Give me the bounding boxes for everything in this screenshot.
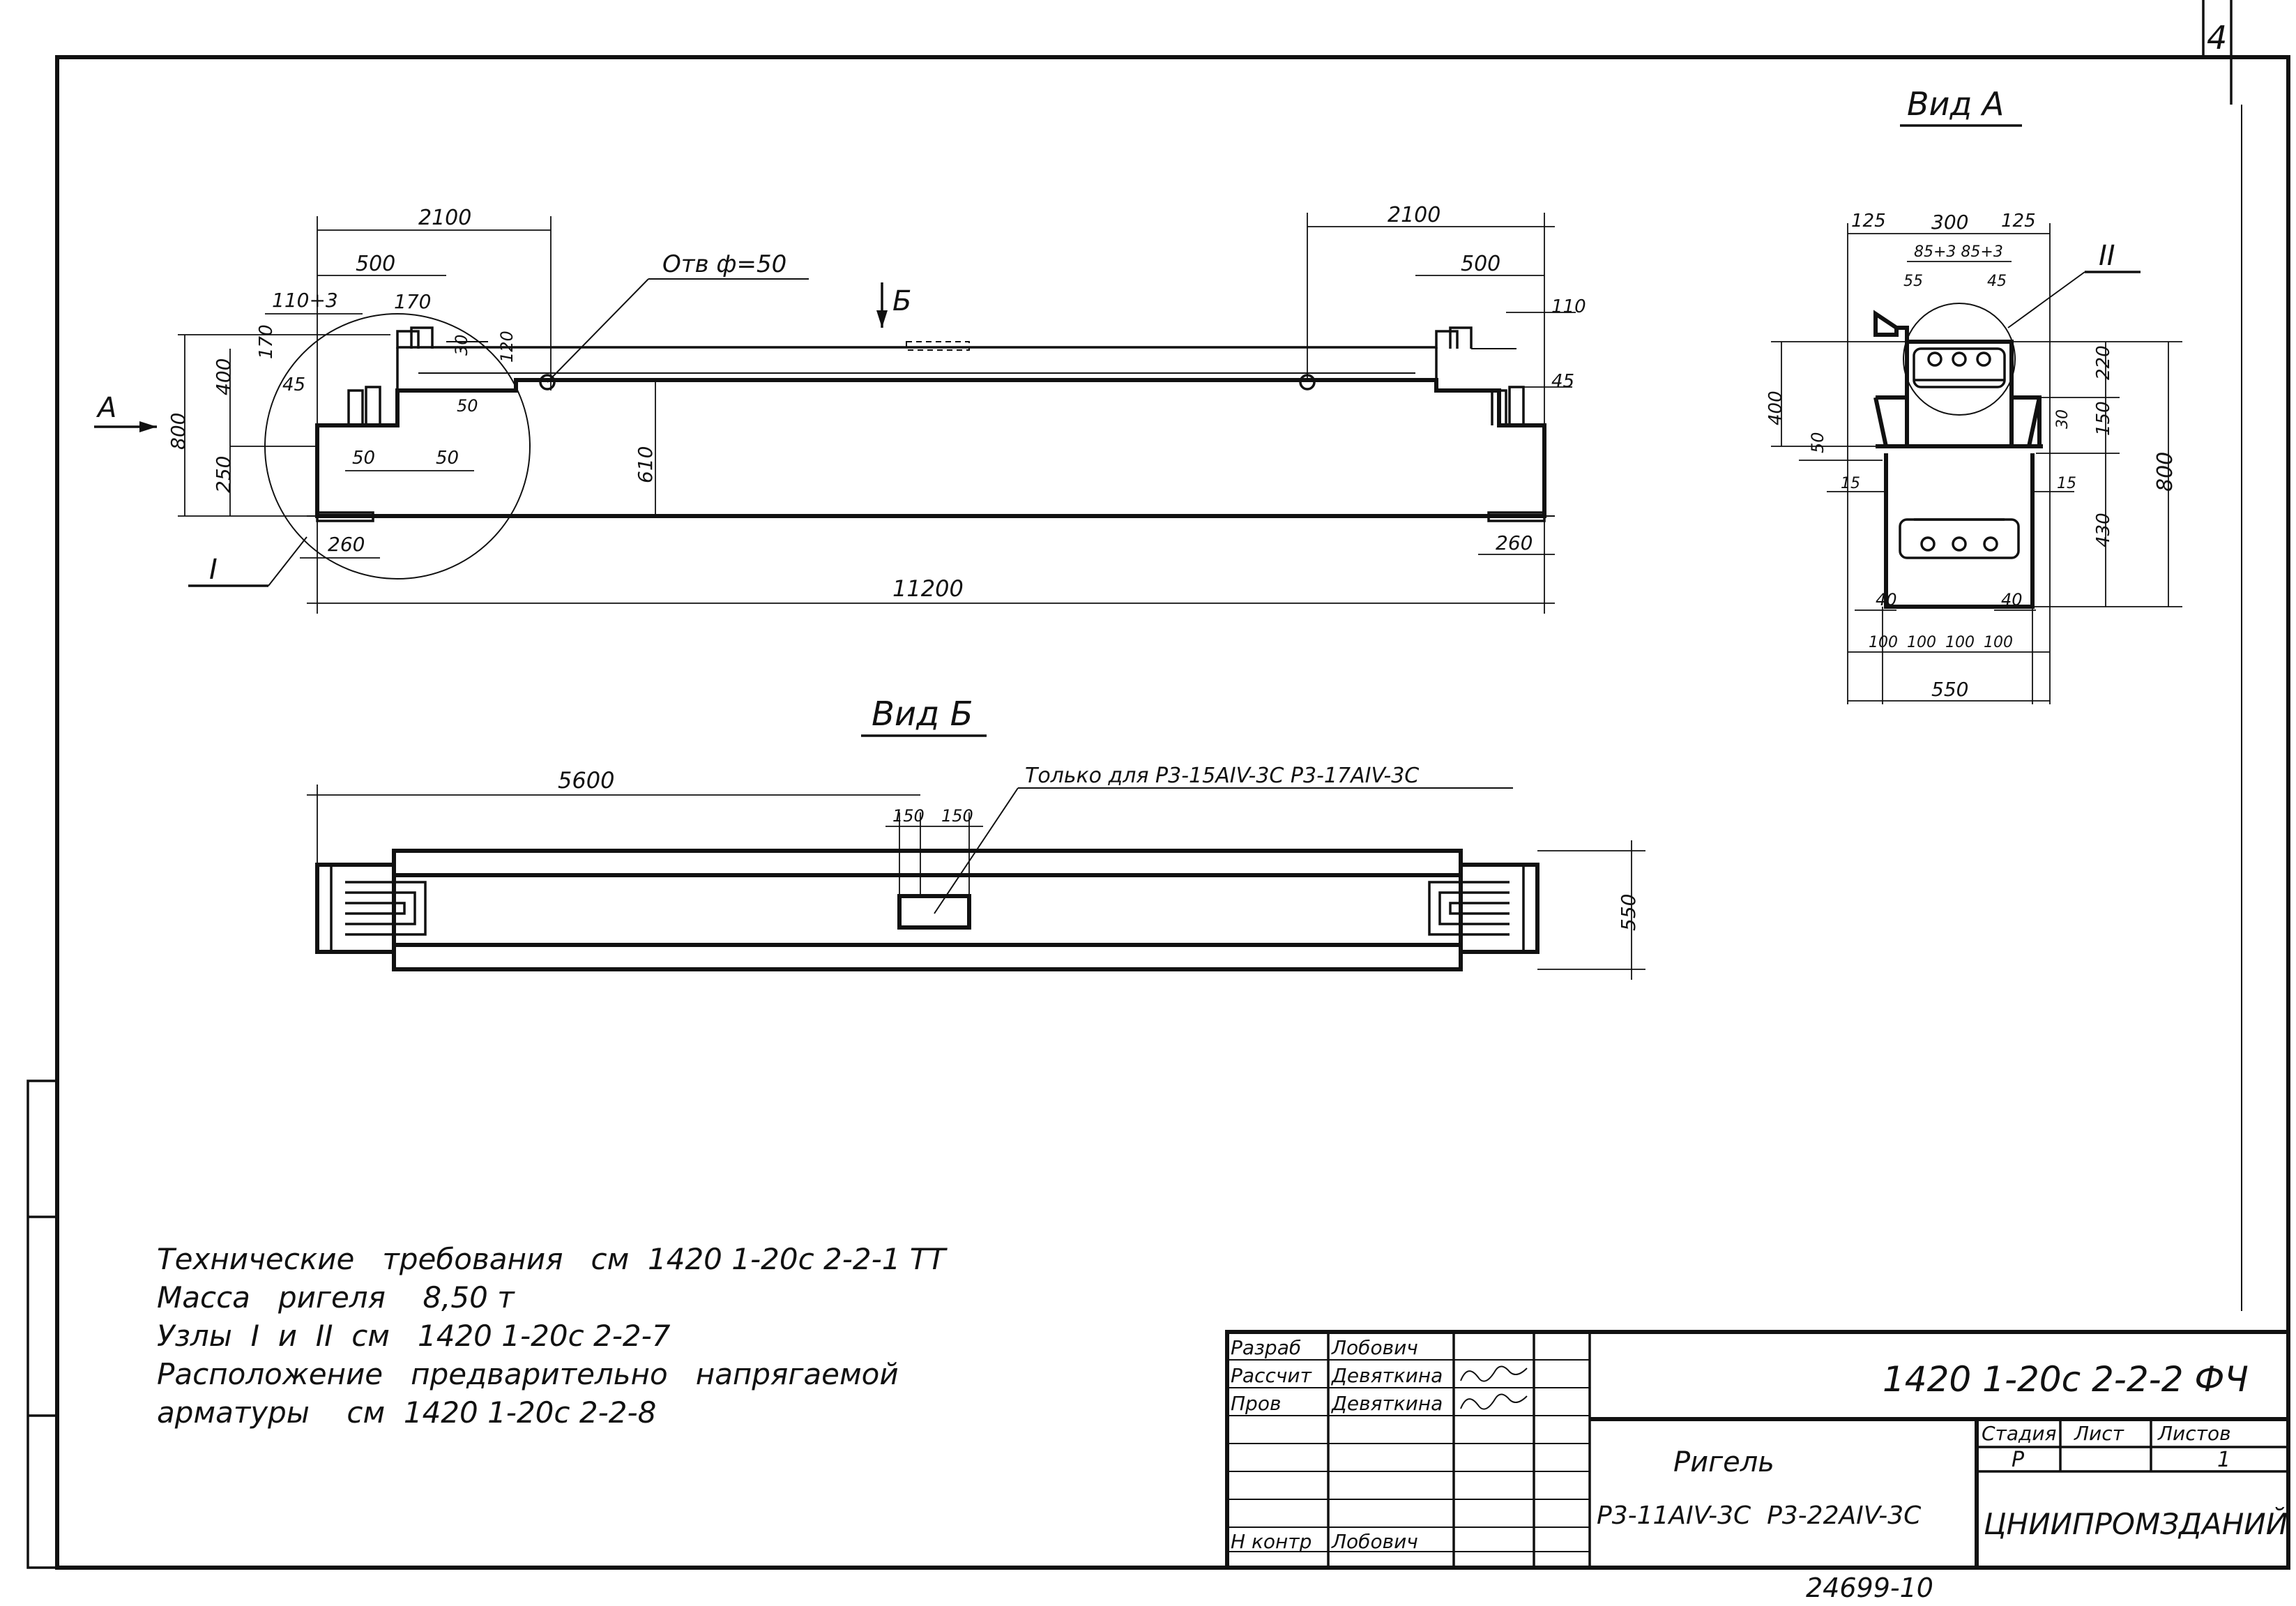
tb-sheet-label: Лист: [2074, 1422, 2124, 1445]
dim-a-800: 800: [2153, 452, 2177, 492]
dim-right-260: 260: [1496, 531, 1533, 554]
arrow-b-label: Б: [892, 285, 911, 317]
tb-organization: ЦНИИПРОМЗДАНИЙ: [1984, 1506, 2288, 1541]
note-line-5: арматуры см 1420 1-20с 2-2-8: [157, 1395, 656, 1430]
dim-mid-610: 610: [634, 446, 657, 483]
note-line-1: Технические требования см 1420 1-20с 2-2…: [157, 1242, 948, 1276]
dim-a-100-3: 100: [1945, 634, 1975, 651]
arrow-a-label: А: [96, 392, 116, 424]
dim-left-50a: 50: [457, 396, 478, 416]
page-number: 4: [2207, 19, 2227, 56]
left-hole: [539, 374, 556, 391]
dim-a-100-1: 100: [1869, 634, 1898, 651]
tb-stage-value: Р: [2012, 1448, 2025, 1472]
note-line-3: Узлы I и II см 1420 1-20с 2-2-7: [157, 1319, 671, 1353]
tb-name-1: Лобович: [1331, 1336, 1418, 1359]
signature-1: [1460, 1365, 1528, 1382]
dim-a-40-left: 40: [1876, 590, 1897, 609]
dim-left-250: 250: [212, 456, 235, 493]
dim-left-110: 110+3: [272, 289, 338, 312]
dim-left-120: 120: [497, 331, 517, 363]
right-lifting-loops: [1435, 326, 1525, 425]
dim-a-300: 300: [1931, 211, 1968, 234]
dim-b-5600: 5600: [558, 767, 614, 794]
dim-left-500: 500: [356, 252, 395, 276]
tb-sheets-label: Листов: [2157, 1422, 2231, 1445]
dim-a-550: 550: [1931, 678, 1968, 701]
dim-left-45: 45: [282, 374, 305, 395]
note-line-2: Масса ригеля 8,50 т: [157, 1280, 515, 1315]
dim-left-170b: 170: [256, 324, 277, 359]
tb-doc-code: 1420 1-20с 2-2-2 ФЧ: [1883, 1359, 2249, 1400]
archive-number: 24699-10: [1806, 1573, 1933, 1603]
dim-left-260: 260: [328, 533, 365, 556]
dim-a-400: 400: [1765, 391, 1786, 425]
left-lifting-loops: [347, 326, 488, 425]
dim-a-holes: 85+3 85+3: [1914, 243, 2003, 261]
tb-item-marks: Р3-11АIV-3С Р3-22АIV-3С: [1597, 1501, 1922, 1530]
view-a-title: Вид А: [1907, 85, 2004, 123]
dim-a-100-4: 100: [1984, 634, 2013, 651]
node-i-label: I: [209, 554, 218, 586]
main-elevation: Отв ф=50 I А Б 2100 500 110+3 170: [94, 203, 1586, 614]
view-a-section: Вид А II 125 300 125 85+3 85+3 55: [1765, 85, 2182, 704]
hole-note: Отв ф=50: [662, 250, 786, 278]
dim-right-500: 500: [1461, 252, 1500, 276]
dim-a-15-right: 15: [2057, 475, 2076, 492]
view-b-title: Вид Б: [872, 695, 973, 734]
dim-total-length: 11200: [892, 575, 964, 602]
dim-a-30: 30: [2054, 409, 2071, 429]
tb-role-1: Разраб: [1231, 1336, 1301, 1359]
view-b-note: Только для Р3-15АIV-3С Р3-17АIV-3С: [1025, 764, 1419, 788]
dim-right-2100: 2100: [1388, 203, 1440, 227]
tb-name-3: Девяткина: [1330, 1392, 1443, 1415]
dim-right-110: 110: [1551, 296, 1586, 317]
dim-a-150: 150: [2093, 401, 2114, 436]
dim-a-15-left: 15: [1841, 475, 1860, 492]
view-b-plan: Вид Б 5600 150 150 Только для Р3-15АIV-3…: [307, 695, 1645, 980]
dim-left-2100: 2100: [418, 206, 471, 230]
tb-sheets-value: 1: [2217, 1448, 2230, 1472]
title-block: Разраб Рассчит Пров Н контр Лобович Девя…: [1225, 1330, 2290, 1570]
tb-item-name: Ригель: [1673, 1446, 1774, 1478]
tb-role-8: Н контр: [1231, 1530, 1312, 1553]
dim-left-50c: 50: [436, 448, 459, 469]
dim-a-125-left: 125: [1851, 211, 1886, 232]
dim-left-400: 400: [212, 358, 235, 395]
tb-stage-label: Стадия: [1982, 1422, 2056, 1445]
dim-a-125-right: 125: [2001, 211, 2036, 232]
dim-a-50: 50: [1808, 432, 1827, 453]
dim-left-170: 170: [394, 290, 431, 313]
left-dimensions: 2100 500 110+3 170 800 400 250 170 45 30…: [167, 206, 552, 559]
dim-left-30: 30: [452, 334, 471, 356]
tb-name-2: Девяткина: [1330, 1364, 1443, 1387]
node-ii-label: II: [2099, 240, 2115, 272]
technical-notes: Технические требования см 1420 1-20с 2-2…: [157, 1242, 948, 1430]
signature-2: [1460, 1393, 1528, 1410]
right-dimensions: 2100 500 110 45 260: [1307, 203, 1586, 614]
dim-a-55: 55: [1903, 273, 1923, 290]
dim-left-50b: 50: [352, 448, 375, 469]
dim-a-100-2: 100: [1907, 634, 1936, 651]
tb-role-2: Рассчит: [1231, 1364, 1312, 1387]
center-insert: [897, 894, 971, 930]
dim-a-45: 45: [1987, 273, 2007, 290]
dim-right-45: 45: [1551, 371, 1574, 392]
dim-a-40-right: 40: [2001, 590, 2023, 609]
dim-a-430: 430: [2093, 513, 2114, 547]
dim-left-800: 800: [167, 413, 190, 450]
note-line-4: Расположение предварительно напрягаемой: [157, 1357, 899, 1391]
dim-a-220: 220: [2093, 345, 2114, 380]
sheet-frame: 4 24699-10: [26, 0, 2290, 1603]
tb-role-3: Пров: [1231, 1392, 1281, 1415]
dim-b-150-left: 150: [892, 806, 925, 826]
tb-name-8: Лобович: [1331, 1530, 1418, 1553]
dim-b-550: 550: [1617, 894, 1640, 931]
dim-b-150-right: 150: [941, 806, 973, 826]
